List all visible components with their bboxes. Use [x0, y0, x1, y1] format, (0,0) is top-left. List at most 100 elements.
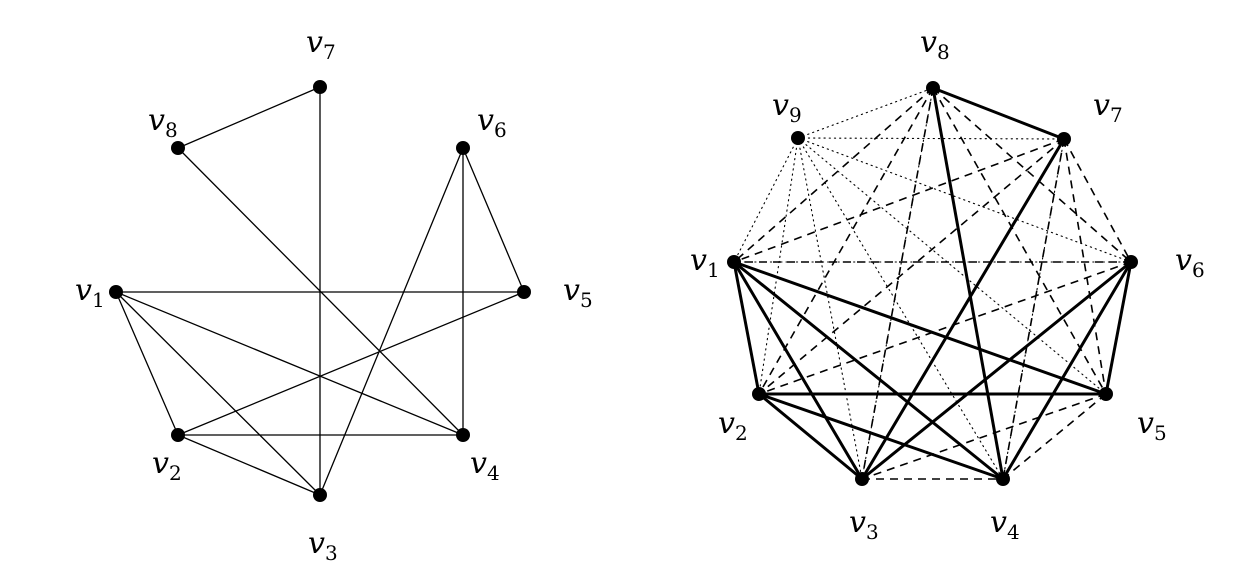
- right-edge-v8-v2: [758, 87, 934, 395]
- vertex-label-letter: v: [1093, 88, 1110, 123]
- right-vertex-label-v7: v7: [1093, 88, 1123, 127]
- right-vertex-v8: [926, 81, 940, 95]
- right-edge-v9-v8: [797, 87, 934, 139]
- right-edge-v3-v8: [861, 87, 934, 480]
- vertex-label-subscript: 6: [494, 118, 507, 142]
- right-edge-v7-v6: [1063, 138, 1132, 263]
- left-vertex-v5: [517, 285, 531, 299]
- vertex-label-letter: v: [1175, 243, 1192, 278]
- left-graph-vertices: [109, 80, 531, 502]
- right-vertex-v3: [855, 472, 869, 486]
- left-edge-v1-v2: [115, 291, 179, 436]
- right-graph-vertices: [727, 81, 1138, 486]
- right-edge-v1-v2: [732, 260, 761, 396]
- right-edge-v7-v3: [860, 137, 1066, 481]
- left-vertex-v4: [456, 428, 470, 442]
- vertex-label-letter: v: [470, 446, 487, 481]
- left-edge-v2-v3: [177, 434, 321, 496]
- vertex-label-subscript: 2: [169, 461, 182, 485]
- vertex-label-subscript: 7: [1110, 103, 1123, 127]
- left-vertex-label-v2: v2: [152, 446, 182, 485]
- vertex-label-subscript: 2: [735, 421, 748, 445]
- vertex-label-letter: v: [772, 88, 789, 123]
- right-edge-v9-v3: [797, 137, 863, 480]
- left-vertex-label-v7: v7: [306, 25, 336, 64]
- right-vertex-label-v1: v1: [690, 243, 720, 282]
- right-edge-v9-v7: [797, 137, 1065, 140]
- right-graph-edges: [732, 86, 1133, 481]
- left-vertex-v2: [171, 428, 185, 442]
- right-edge-v5-v3: [861, 393, 1107, 480]
- left-vertex-label-v3: v3: [308, 526, 338, 565]
- right-edge-v6-v3: [860, 260, 1133, 481]
- right-edge-v8-v6: [932, 87, 1132, 263]
- vertex-label-letter: v: [75, 273, 92, 308]
- left-vertex-label-v5: v5: [563, 273, 593, 312]
- vertex-label-subscript: 6: [1192, 258, 1205, 282]
- vertex-label-subscript: 9: [789, 103, 802, 127]
- right-vertex-label-v6: v6: [1175, 243, 1205, 282]
- vertex-label-letter: v: [308, 526, 325, 561]
- vertex-label-letter: v: [148, 103, 165, 138]
- left-vertex-label-v6: v6: [477, 103, 507, 142]
- right-edge-v9-v5: [797, 137, 1107, 395]
- left-vertex-v8: [171, 141, 185, 155]
- right-vertex-v2: [752, 387, 766, 401]
- left-edge-v8-v7: [177, 86, 321, 149]
- left-vertex-v7: [313, 80, 327, 94]
- right-vertex-label-v2: v2: [718, 406, 748, 445]
- vertex-label-subscript: 3: [325, 541, 338, 565]
- vertex-label-subscript: 4: [487, 461, 500, 485]
- right-vertex-v9: [791, 131, 805, 145]
- right-vertex-v4: [996, 472, 1010, 486]
- right-edge-v7-v1: [733, 138, 1065, 263]
- right-edge-v7-v5: [1063, 138, 1107, 395]
- left-edge-v2-v5: [177, 291, 525, 436]
- right-edge-v6-v5: [1104, 260, 1133, 396]
- right-vertex-label-v3: v3: [849, 505, 879, 544]
- left-vertex-label-v8: v8: [148, 103, 178, 142]
- right-edge-v9-v2: [758, 137, 799, 395]
- right-edge-v8-v5: [932, 87, 1107, 395]
- right-edge-v6-v4: [1001, 260, 1133, 481]
- right-edge-v7-v2: [758, 138, 1065, 395]
- vertex-label-letter: v: [690, 243, 707, 278]
- left-edge-v6-v5: [462, 147, 525, 293]
- right-vertex-label-v4: v4: [990, 505, 1020, 544]
- left-vertex-v6: [456, 141, 470, 155]
- vertex-label-letter: v: [718, 406, 735, 441]
- vertex-label-letter: v: [306, 25, 323, 60]
- right-vertex-label-v9: v9: [772, 88, 802, 127]
- right-edge-v9-v6: [797, 137, 1132, 263]
- left-vertex-v3: [313, 488, 327, 502]
- right-edge-v8-v1: [733, 87, 934, 263]
- vertex-label-subscript: 8: [165, 118, 178, 142]
- left-graph-edges: [115, 86, 525, 496]
- vertex-label-subscript: 4: [1007, 520, 1020, 544]
- right-vertex-v5: [1099, 387, 1113, 401]
- vertex-label-subscript: 5: [580, 288, 593, 312]
- right-edge-v5-v4: [1002, 393, 1107, 480]
- right-edge-v9-v4: [797, 137, 1004, 480]
- right-edge-v1-v5: [732, 260, 1108, 396]
- left-vertex-label-v1: v1: [75, 273, 105, 312]
- left-edge-v1-v3: [115, 291, 321, 496]
- vertex-label-subscript: 7: [323, 40, 336, 64]
- right-edge-v2-v4: [757, 392, 1005, 481]
- vertex-label-subscript: 5: [1154, 421, 1167, 445]
- vertex-label-letter: v: [1137, 406, 1154, 441]
- right-edge-v2-v3: [757, 392, 864, 481]
- right-edge-v8-v7: [931, 86, 1066, 141]
- right-vertex-label-v5: v5: [1137, 406, 1167, 445]
- vertex-label-subscript: 1: [92, 288, 105, 312]
- right-edge-v6-v2: [758, 261, 1132, 395]
- right-vertex-v1: [727, 255, 741, 269]
- vertex-label-letter: v: [849, 505, 866, 540]
- vertex-label-letter: v: [990, 505, 1007, 540]
- vertex-label-letter: v: [920, 25, 937, 60]
